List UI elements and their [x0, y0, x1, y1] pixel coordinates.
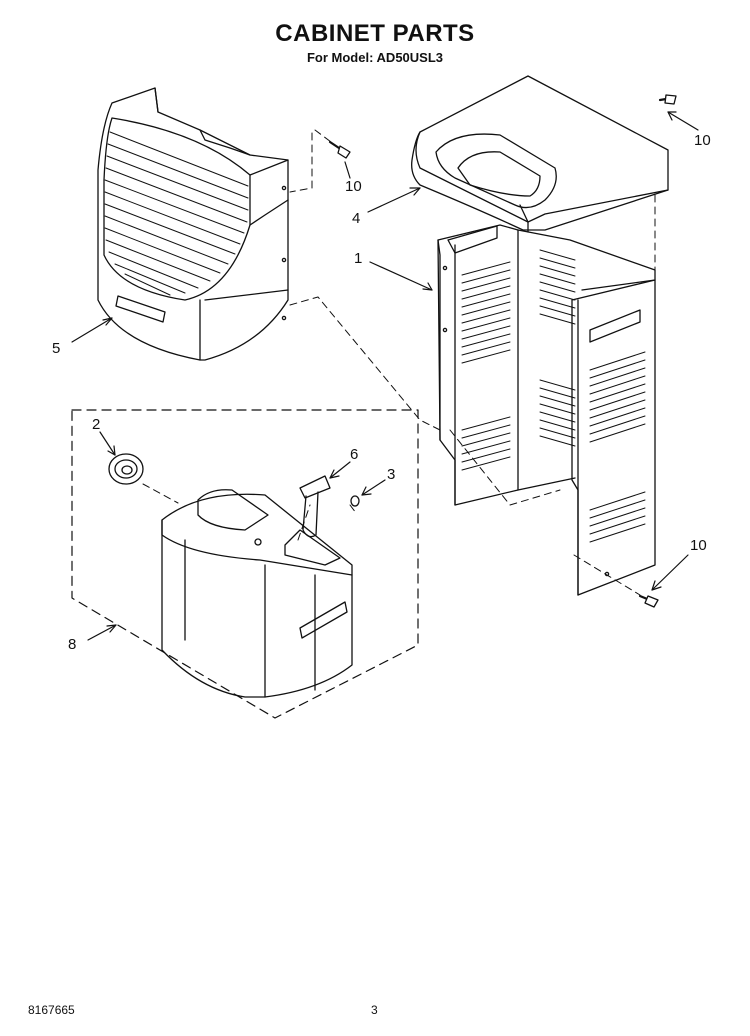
callout-10-upper-screw: 10: [345, 178, 362, 195]
model-subtitle: For Model: AD50USL3: [306, 50, 444, 65]
callout-10-top-right: 10: [694, 132, 711, 149]
callout-leaders: [71, 111, 699, 641]
callout-4-top-cover: 4: [352, 210, 361, 227]
document-number: 8167665: [28, 1003, 75, 1017]
page-title: CABINET PARTS: [275, 20, 475, 47]
callout-8-bucket: 8: [68, 636, 77, 653]
part-5-front-grille: [97, 87, 289, 361]
callout-2-float: 2: [92, 416, 101, 433]
part-10-screw-top-right: [658, 94, 677, 105]
part-1-cabinet-housing: [437, 224, 656, 596]
bucket-assembly-box: [71, 409, 419, 719]
part-2-float: [108, 453, 144, 485]
part-8-bucket: [161, 489, 353, 698]
callout-3-plug: 3: [387, 466, 396, 483]
page-number: 3: [371, 1003, 378, 1017]
part-10-screw-upper: [328, 140, 351, 159]
callout-10-lower-screw: 10: [690, 537, 707, 554]
callout-5-front-grille: 5: [52, 340, 61, 357]
part-10-screw-lower: [638, 594, 659, 608]
part-3-plug: [350, 495, 360, 507]
callout-6-drain-fitting: 6: [350, 446, 359, 463]
callout-1-cabinet: 1: [354, 250, 363, 267]
part-4-top-cover: [411, 75, 669, 233]
